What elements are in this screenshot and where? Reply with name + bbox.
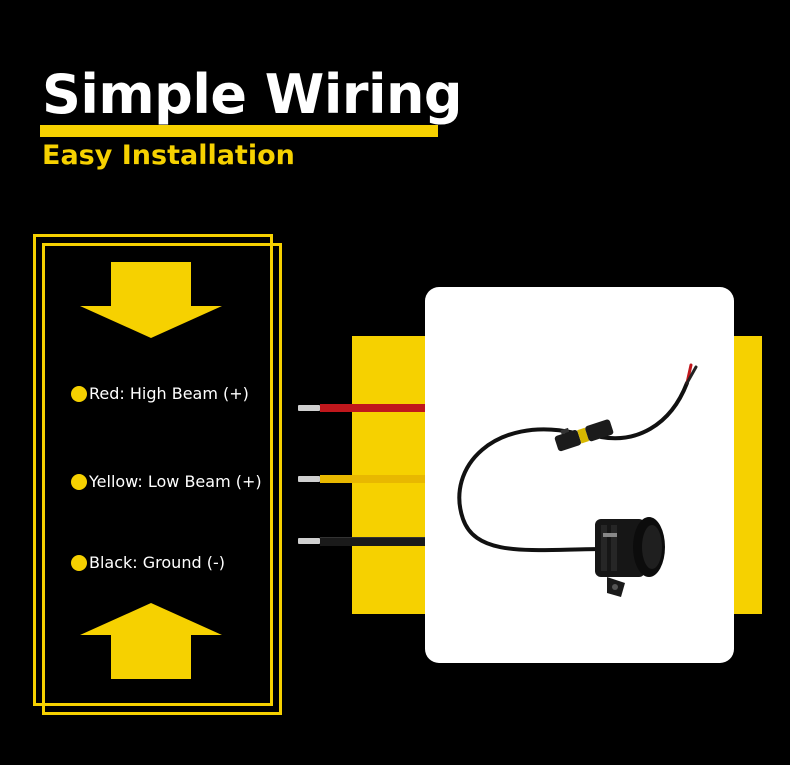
wire-insulation: [320, 475, 428, 483]
legend-item-black: Black: Ground (-): [71, 553, 225, 572]
legend-frame-outer: [33, 234, 273, 706]
legend-item-red: Red: High Beam (+): [71, 384, 249, 403]
wire-insulation: [320, 537, 428, 546]
legend-item-yellow: Yellow: Low Beam (+): [71, 472, 262, 491]
page-title: Simple Wiring: [42, 63, 463, 126]
wire-red: [298, 404, 428, 412]
wire-insulation: [320, 404, 428, 412]
wire-terminal: [298, 405, 320, 411]
product-image: [457, 363, 698, 597]
arrow-up-icon: [80, 603, 222, 679]
wire-black: [298, 537, 428, 546]
bullet-dot-icon: [71, 385, 87, 402]
title-underline-bar: [40, 125, 438, 137]
wire-yellow: [298, 475, 428, 483]
legend-frame-inner: [42, 243, 282, 715]
legend-label: Red: High Beam (+): [89, 384, 249, 403]
product-photo-card: [425, 287, 734, 663]
wire-terminal: [298, 538, 320, 544]
legend-label: Black: Ground (-): [89, 553, 225, 572]
bullet-dot-icon: [71, 473, 87, 490]
legend-label: Yellow: Low Beam (+): [89, 472, 262, 491]
bullet-dot-icon: [71, 554, 87, 571]
page-subtitle: Easy Installation: [42, 140, 295, 171]
arrow-down-icon: [80, 262, 222, 338]
wire-terminal: [298, 476, 320, 482]
